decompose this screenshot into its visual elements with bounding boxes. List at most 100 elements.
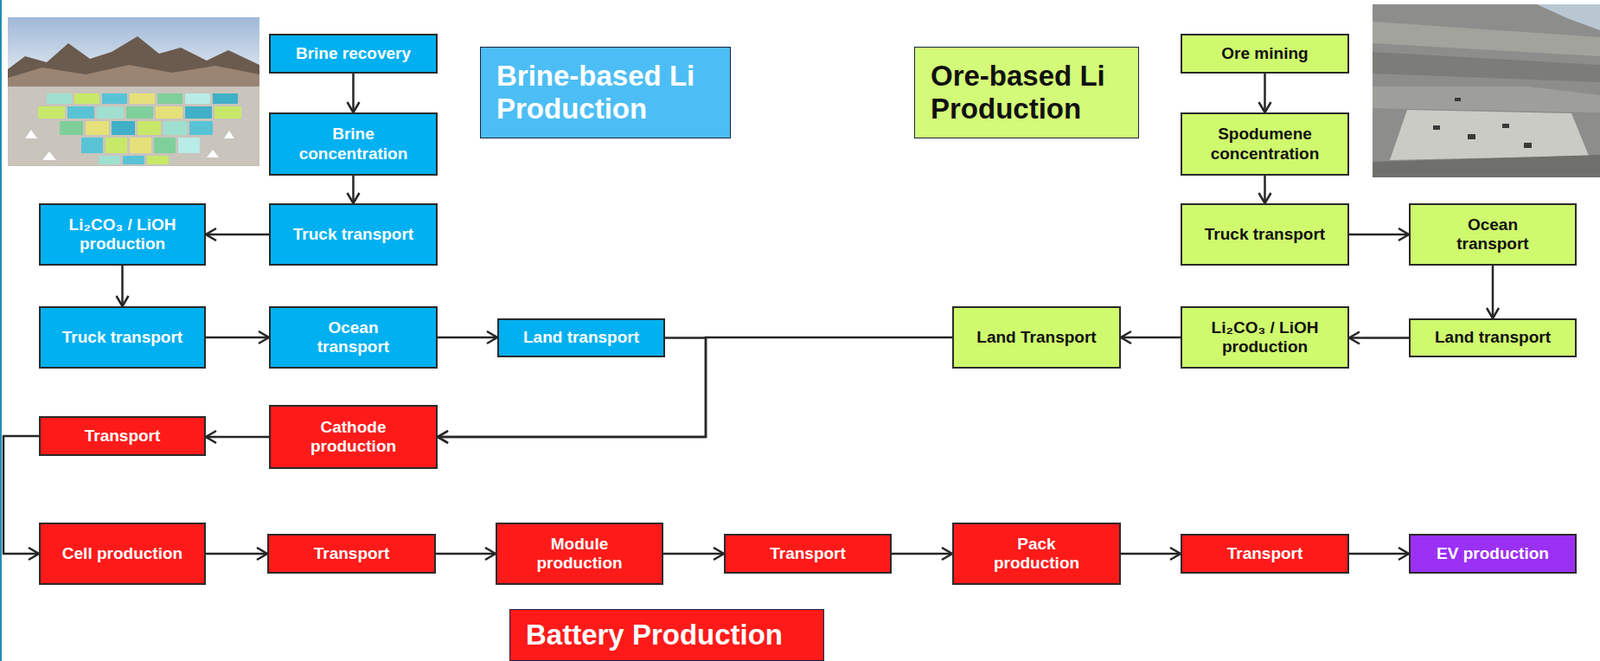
- box-label: EV production: [1436, 544, 1549, 564]
- rim: [1372, 154, 1600, 178]
- flow-arrow: [205, 233, 269, 237]
- box-label: Truck transport: [293, 224, 414, 244]
- process-box: Pack production: [952, 522, 1121, 585]
- terrace: [1372, 21, 1600, 57]
- process-box: Land transport: [1408, 318, 1577, 358]
- pond: [129, 93, 155, 104]
- process-box: Li₂CO₃ / LiOH production: [38, 203, 206, 266]
- flow-arrow: [1120, 336, 1181, 340]
- process-box: Land Transport: [952, 306, 1121, 369]
- pond: [212, 93, 238, 104]
- flow-arrow: [1491, 265, 1495, 319]
- process-box: Cell production: [38, 522, 206, 585]
- flow-arrow: [1349, 336, 1409, 340]
- pond: [157, 93, 183, 104]
- pond: [111, 121, 135, 135]
- section-title-box: Battery Production: [509, 608, 825, 661]
- box-label: Ocean transport: [291, 318, 416, 358]
- section-title-box: Ore-based Li Production: [914, 46, 1140, 139]
- pond: [189, 121, 213, 135]
- process-box: Ocean transport: [268, 306, 438, 369]
- section-title: Brine-based Li Production: [496, 59, 715, 126]
- salt-pile: [42, 151, 57, 160]
- process-box: Spodumene concentration: [1180, 112, 1350, 176]
- flow-arrow: [205, 552, 268, 556]
- rock: [1372, 4, 1600, 178]
- vehicle: [1502, 123, 1510, 128]
- box-label: Cathode production: [291, 417, 416, 457]
- pond: [163, 121, 187, 135]
- box-label: Transport: [84, 426, 161, 446]
- pond: [59, 121, 84, 135]
- pond: [155, 106, 183, 119]
- section-title: Battery Production: [525, 618, 783, 652]
- flow-arrow: [437, 336, 498, 340]
- salt-pile: [224, 130, 235, 139]
- box-label: Li₂CO₃ / LiOH production: [61, 215, 184, 255]
- flow-arrow: [891, 552, 953, 556]
- pond: [85, 121, 109, 135]
- pond: [126, 106, 154, 119]
- pond: [102, 93, 128, 104]
- box-label: Land transport: [523, 327, 640, 347]
- salt-pile: [25, 129, 38, 139]
- pond: [214, 106, 242, 119]
- box-label: Land transport: [1434, 327, 1551, 347]
- flow-arrow: [1120, 552, 1181, 556]
- pond: [98, 155, 121, 165]
- box-label: Truck transport: [1204, 224, 1325, 244]
- pond: [185, 93, 211, 104]
- pond: [81, 137, 103, 154]
- box-label: Ore mining: [1221, 44, 1308, 64]
- pond: [137, 121, 161, 135]
- salt-ponds-picture: [7, 17, 260, 167]
- process-box: Brine recovery: [268, 33, 438, 74]
- flow-arrow: [435, 552, 496, 556]
- flow-arrow: [121, 265, 124, 307]
- process-box: Transport: [38, 416, 206, 456]
- vehicle: [1433, 125, 1440, 130]
- process-box: Land transport: [497, 318, 666, 358]
- flow-arrow: [1263, 175, 1267, 204]
- process-box: Truck transport: [38, 306, 206, 369]
- pond: [74, 93, 100, 104]
- flow-arrow: [1349, 233, 1409, 237]
- sky: [1536, 4, 1600, 31]
- process-box: Transport: [267, 533, 436, 574]
- section-title-box: Brine-based Li Production: [480, 46, 731, 139]
- vehicle: [1523, 142, 1532, 148]
- terrace: [1372, 86, 1600, 113]
- box-label: Truck transport: [62, 327, 183, 347]
- box-label: Module production: [518, 534, 641, 574]
- pond: [38, 106, 65, 119]
- process-box: Truck transport: [268, 203, 438, 266]
- pond: [46, 93, 72, 104]
- vehicle: [1454, 97, 1461, 102]
- process-box: Truck transport: [1180, 203, 1350, 266]
- process-box: Ore mining: [1180, 33, 1350, 74]
- box-label: Pack production: [974, 534, 1099, 574]
- process-box: Transport: [1180, 533, 1350, 574]
- process-box: Li₂CO₃ / LiOH production: [1180, 306, 1350, 369]
- flow-arrow: [352, 175, 355, 204]
- process-box: Cathode production: [268, 404, 438, 469]
- pond: [67, 106, 95, 119]
- pond: [129, 137, 152, 154]
- pond: [105, 137, 128, 154]
- flow-arrow: [663, 552, 724, 556]
- flow-arrow: [205, 435, 269, 439]
- box-label: Land Transport: [976, 327, 1096, 347]
- box-label: Transport: [769, 544, 846, 564]
- pond: [147, 155, 169, 165]
- process-box: Module production: [495, 522, 664, 585]
- pond: [178, 137, 200, 154]
- pit-floor: [1389, 109, 1589, 160]
- box-label: Li₂CO₃ / LiOH production: [1203, 318, 1327, 358]
- flow-arrow: [3, 435, 39, 554]
- section-title: Ore-based Li Production: [930, 59, 1123, 126]
- pond: [122, 155, 145, 165]
- flow-arrow: [205, 336, 269, 340]
- process-box: EV production: [1408, 533, 1577, 574]
- box-label: Brine concentration: [291, 124, 416, 164]
